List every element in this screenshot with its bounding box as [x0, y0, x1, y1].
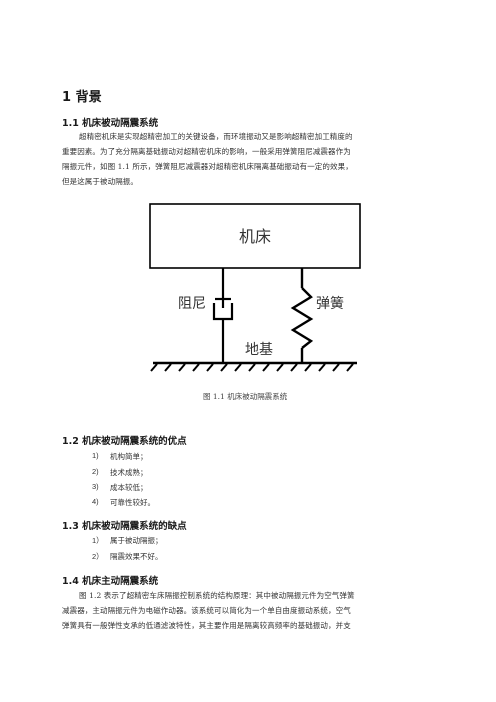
list-number: 2): [92, 467, 99, 476]
damper-label: 阻尼: [178, 296, 206, 312]
list-item: 机构简单；: [110, 452, 148, 461]
section-1-3-heading: 1.3 机床被动隔震系统的缺点: [62, 521, 187, 532]
paragraph-line: 隔振元件，如图 1.1 所示，弹簧阻尼减震器对超精密机床隔离基础振动有一定的效果…: [62, 162, 353, 171]
list-number: 3): [92, 482, 99, 491]
list-item: 属于被动隔振；: [110, 536, 163, 545]
damper-symbol: [212, 268, 234, 363]
list-number: 1）: [92, 536, 104, 545]
ground-label: 地基: [245, 341, 273, 358]
section-1-1-heading: 1.1 机床被动隔震系统: [62, 118, 159, 129]
list-number: 1): [92, 451, 99, 460]
paragraph-line: 减震器，主动隔振元件为电磁作动器。该系统可以简化为一个单自由度振动系统，空气: [62, 606, 351, 615]
list-number: 4): [92, 497, 99, 506]
paragraph-line: 弹簧具有一般弹性支承的低通滤波特性，其主要作用是隔离较高频率的基础振动，并支: [62, 621, 351, 630]
paragraph-line: 重要因素。为了充分隔离基础振动对超精密机床的影响，一般采用弹簧阻尼减震器作为: [62, 147, 351, 156]
spring-label: 弹簧: [316, 296, 344, 312]
paragraph-line: 超精密机床是实现超精密加工的关键设备，而环境振动又是影响超精密加工精度的: [79, 132, 353, 141]
passive-isolation-diagram: 机床 阻尼 弹簧 地基: [149, 203, 361, 372]
ground-hatching: [150, 363, 354, 372]
list-number: 2）: [92, 552, 104, 561]
machine-label: 机床: [239, 227, 271, 246]
figure-caption: 图 1.1 机床被动隔震系统: [203, 392, 288, 401]
list-item: 技术成熟；: [110, 468, 148, 477]
machine-block: [149, 203, 361, 269]
spring-symbol: [290, 268, 314, 363]
section-1-4-heading: 1.4 机床主动隔震系统: [62, 576, 159, 587]
section-1-heading: 1 背景: [62, 90, 102, 105]
list-item: 可靠性较好。: [110, 498, 155, 507]
list-item: 成本较低；: [110, 483, 148, 492]
list-item: 隔震效果不好。: [110, 552, 163, 561]
paragraph-line: 图 1.2 表示了超精密车床隔振控制系统的结构原理：其中被动隔振元件为空气弹簧: [79, 591, 355, 600]
section-1-2-heading: 1.2 机床被动隔震系统的优点: [62, 436, 187, 447]
paragraph-line: 但是这属于被动隔振。: [62, 177, 138, 186]
